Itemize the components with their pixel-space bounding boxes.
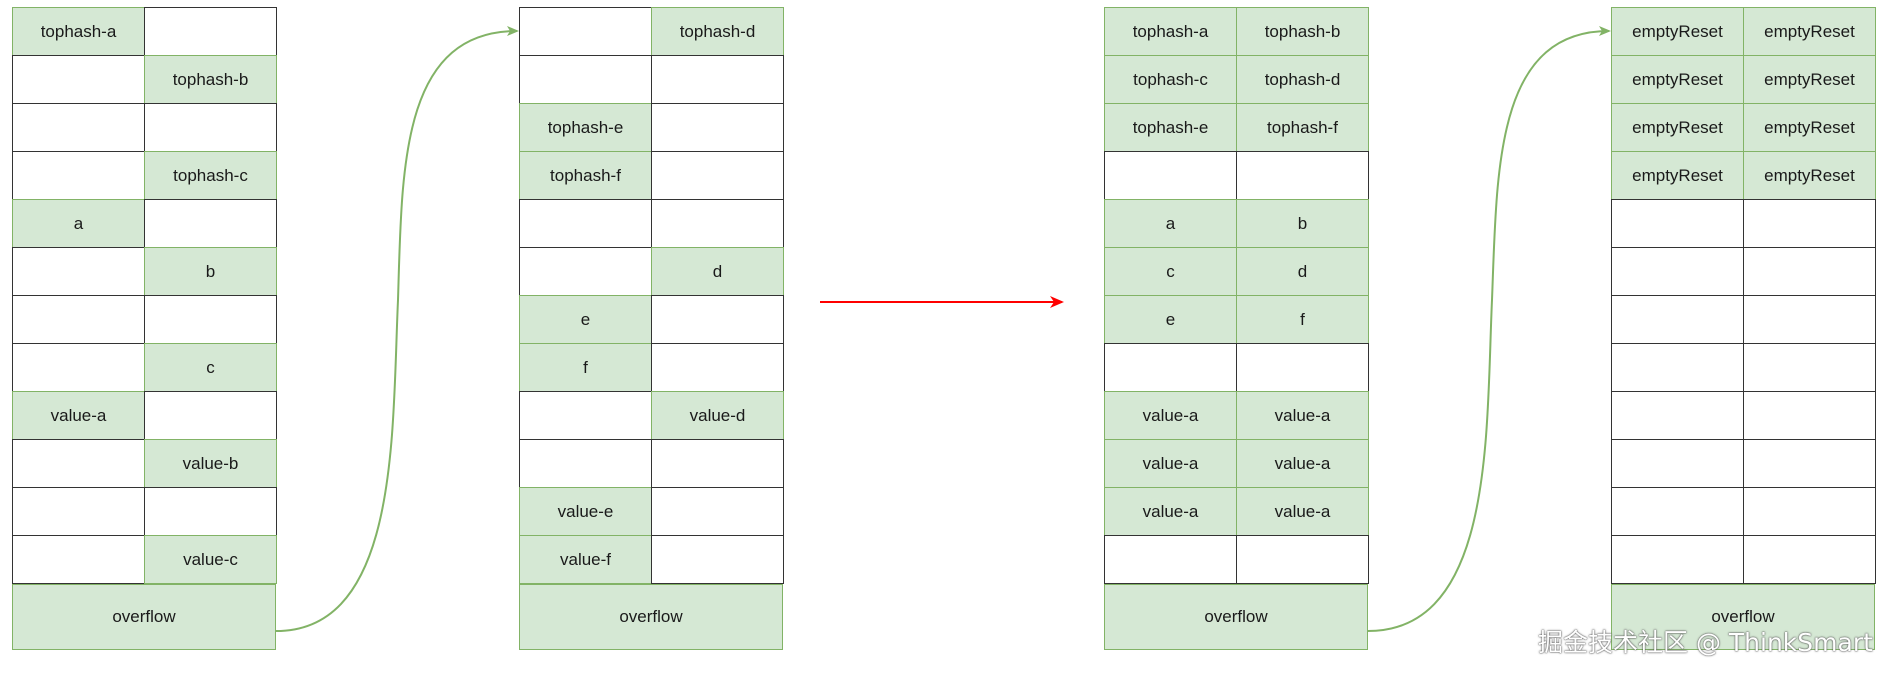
bucket-cell [1743, 487, 1876, 536]
overflow-cell: overflow [1104, 584, 1368, 650]
bucket-cell [519, 55, 652, 104]
bucket-cell [1743, 199, 1876, 248]
bucket-cell [144, 391, 277, 440]
bucket-cell [1743, 343, 1876, 392]
overflow-cell: overflow [12, 584, 276, 650]
bucket-cell: emptyReset [1743, 55, 1876, 104]
bucket-cell: tophash-b [144, 55, 277, 104]
watermark: 掘金技术社区 @ ThinkSmart [1538, 628, 1873, 657]
bucket-cell: tophash-a [12, 7, 145, 56]
bucket-cell: tophash-c [1104, 55, 1237, 104]
bucket-cell [651, 295, 784, 344]
bucket-cell: b [144, 247, 277, 296]
bucket-cell [1611, 535, 1744, 584]
bucket-cell: value-a [1236, 391, 1369, 440]
bucket-cell [12, 295, 145, 344]
bucket-cell: value-c [144, 535, 277, 584]
bucket-cell [12, 487, 145, 536]
overflow-cell: overflow [1611, 584, 1875, 650]
bucket-cell: a [1104, 199, 1237, 248]
bucket-cell: tophash-f [519, 151, 652, 200]
bucket-cell [12, 439, 145, 488]
bucket-cell: tophash-c [144, 151, 277, 200]
bucket-cell [1236, 535, 1369, 584]
bucket-cell [1611, 247, 1744, 296]
bucket-cell [1611, 439, 1744, 488]
bucket-cell: a [12, 199, 145, 248]
bucket-cell: b [1236, 199, 1369, 248]
bucket-cell: emptyReset [1743, 103, 1876, 152]
bucket-cell [651, 103, 784, 152]
bucket-cell: emptyReset [1611, 103, 1744, 152]
bucket-cell [519, 439, 652, 488]
bucket-cell: tophash-f [1236, 103, 1369, 152]
bucket-cell: value-a [1236, 439, 1369, 488]
bucket-cell [12, 247, 145, 296]
bucket-cell [1743, 391, 1876, 440]
bucket-cell: value-a [1236, 487, 1369, 536]
bucket-cell [1743, 439, 1876, 488]
bucket-cell: emptyReset [1611, 7, 1744, 56]
bucket-cell: value-f [519, 535, 652, 584]
overflow-cell: overflow [519, 584, 783, 650]
bucket-cell [651, 199, 784, 248]
bucket-cell [12, 151, 145, 200]
bucket-cell [144, 199, 277, 248]
bucket-cell: emptyReset [1611, 55, 1744, 104]
bucket-cell [651, 535, 784, 584]
overflow-link-arrow [1367, 26, 1611, 632]
bucket-cell [519, 391, 652, 440]
bucket-cell: emptyReset [1743, 151, 1876, 200]
bucket-cell: value-a [1104, 439, 1237, 488]
overflow-link-arrow [275, 26, 519, 632]
bucket-cell [651, 55, 784, 104]
bucket-cell [144, 295, 277, 344]
bucket-cell: tophash-b [1236, 7, 1369, 56]
bucket-cell: f [1236, 295, 1369, 344]
bucket-cell [519, 7, 652, 56]
bucket-cell [1743, 295, 1876, 344]
bucket-cell [1104, 535, 1237, 584]
bucket-cell [1236, 151, 1369, 200]
bucket-cell [12, 535, 145, 584]
bucket-cell: f [519, 343, 652, 392]
bucket-cell: value-b [144, 439, 277, 488]
bucket-cell [1743, 535, 1876, 584]
bucket-cell: tophash-d [1236, 55, 1369, 104]
bucket-cell: value-e [519, 487, 652, 536]
